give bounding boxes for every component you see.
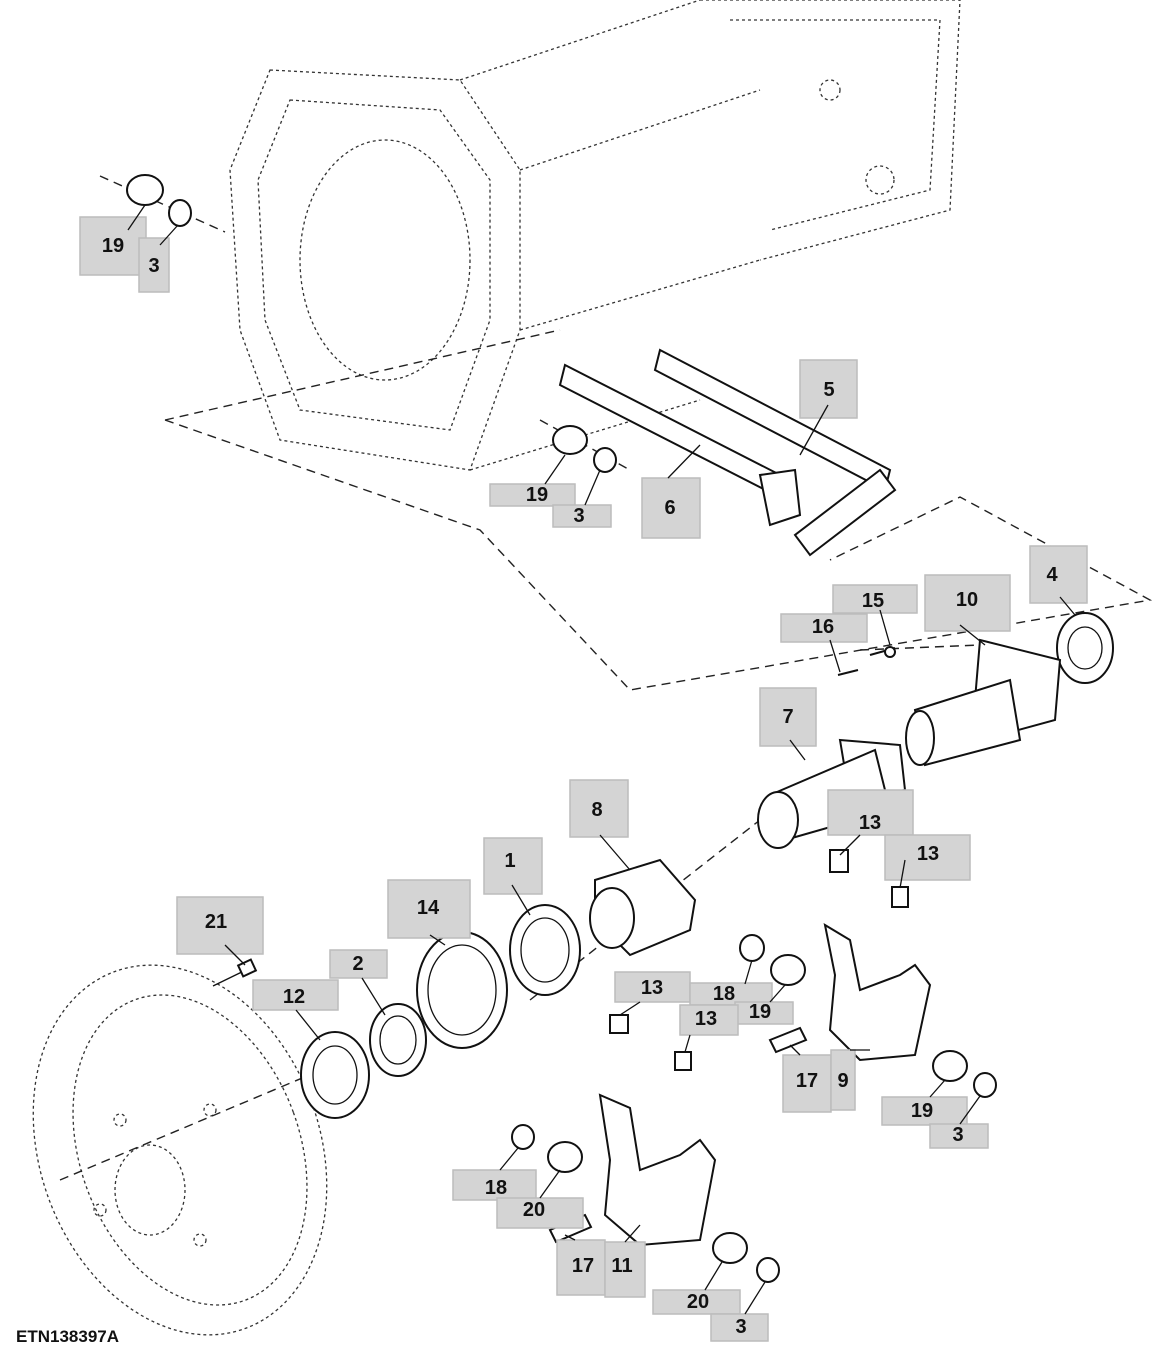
- svg-text:14: 14: [417, 897, 440, 919]
- svg-text:5: 5: [823, 379, 834, 401]
- svg-text:18: 18: [713, 983, 735, 1005]
- figure-id-label: ETN138397A: [16, 1327, 120, 1346]
- svg-text:20: 20: [687, 1291, 709, 1313]
- svg-text:19: 19: [102, 235, 124, 257]
- svg-text:13: 13: [641, 977, 663, 999]
- callout-2: 2: [329, 949, 388, 979]
- svg-text:6: 6: [664, 497, 675, 519]
- svg-text:16: 16: [812, 616, 834, 638]
- callout-15: 15: [832, 584, 918, 614]
- callout-3-b: 3: [552, 504, 612, 528]
- leader-lines: [127, 204, 1076, 1315]
- svg-text:17: 17: [796, 1070, 818, 1092]
- bushings-and-seals: [126, 174, 997, 1283]
- svg-text:7: 7: [782, 706, 793, 728]
- svg-text:13: 13: [695, 1008, 717, 1030]
- callout-12: 12: [252, 979, 339, 1011]
- callout-4: 4: [1029, 545, 1088, 604]
- svg-text:17: 17: [572, 1255, 594, 1277]
- svg-text:2: 2: [352, 953, 363, 975]
- callout-13-a: 13: [827, 789, 914, 836]
- callout-19-a: 19: [79, 216, 147, 276]
- svg-text:4: 4: [1046, 564, 1058, 586]
- svg-text:3: 3: [735, 1316, 746, 1338]
- callout-18-b: 18: [452, 1169, 537, 1201]
- svg-text:3: 3: [148, 255, 159, 277]
- callout-1: 1: [483, 837, 543, 895]
- callout-13-c: 13: [614, 971, 691, 1003]
- callout-13-d: 13: [679, 1004, 739, 1036]
- svg-text:3: 3: [573, 505, 584, 527]
- svg-text:19: 19: [526, 484, 548, 506]
- callout-7: 7: [759, 687, 817, 747]
- callout-3-a: 3: [138, 237, 170, 293]
- svg-text:3: 3: [952, 1124, 963, 1146]
- callout-14: 14: [387, 879, 471, 939]
- callout-16: 16: [780, 613, 868, 643]
- callout-13-b: 13: [884, 834, 971, 881]
- callout-5: 5: [799, 359, 858, 419]
- svg-text:12: 12: [283, 986, 305, 1008]
- svg-text:9: 9: [837, 1070, 848, 1092]
- svg-text:13: 13: [859, 812, 881, 834]
- callout-9: 9: [830, 1049, 856, 1111]
- release-bearing-stack: [212, 858, 697, 1119]
- svg-text:1: 1: [504, 850, 515, 872]
- transmission-housing-outline: [229, 0, 961, 471]
- callout-19-b: 19: [489, 483, 576, 507]
- callout-19-c: 19: [734, 1001, 794, 1025]
- callout-10: 10: [924, 574, 1011, 632]
- callout-20-b: 20: [652, 1289, 741, 1315]
- svg-text:15: 15: [862, 590, 884, 612]
- svg-text:21: 21: [205, 911, 227, 933]
- callout-17-b: 17: [556, 1239, 606, 1296]
- callout-3-d: 3: [710, 1313, 769, 1342]
- callout-11: 11: [604, 1241, 646, 1298]
- svg-text:19: 19: [911, 1100, 933, 1122]
- callout-17-a: 17: [782, 1054, 832, 1113]
- shift-forks: [548, 849, 932, 1247]
- shift-rail-part: [558, 348, 897, 557]
- callout-6: 6: [641, 477, 701, 539]
- svg-text:13: 13: [917, 843, 939, 865]
- svg-text:8: 8: [591, 799, 602, 821]
- svg-text:11: 11: [611, 1255, 632, 1277]
- callout-3-c: 3: [929, 1123, 989, 1149]
- callout-21: 21: [176, 896, 264, 955]
- callout-20-a: 20: [496, 1197, 584, 1229]
- callout-8: 8: [569, 779, 629, 838]
- callout-18-a: 18: [689, 982, 773, 1006]
- callout-19-d: 19: [881, 1096, 968, 1126]
- svg-text:18: 18: [485, 1177, 507, 1199]
- svg-text:19: 19: [749, 1001, 771, 1023]
- svg-text:10: 10: [956, 589, 978, 611]
- svg-text:20: 20: [523, 1199, 545, 1221]
